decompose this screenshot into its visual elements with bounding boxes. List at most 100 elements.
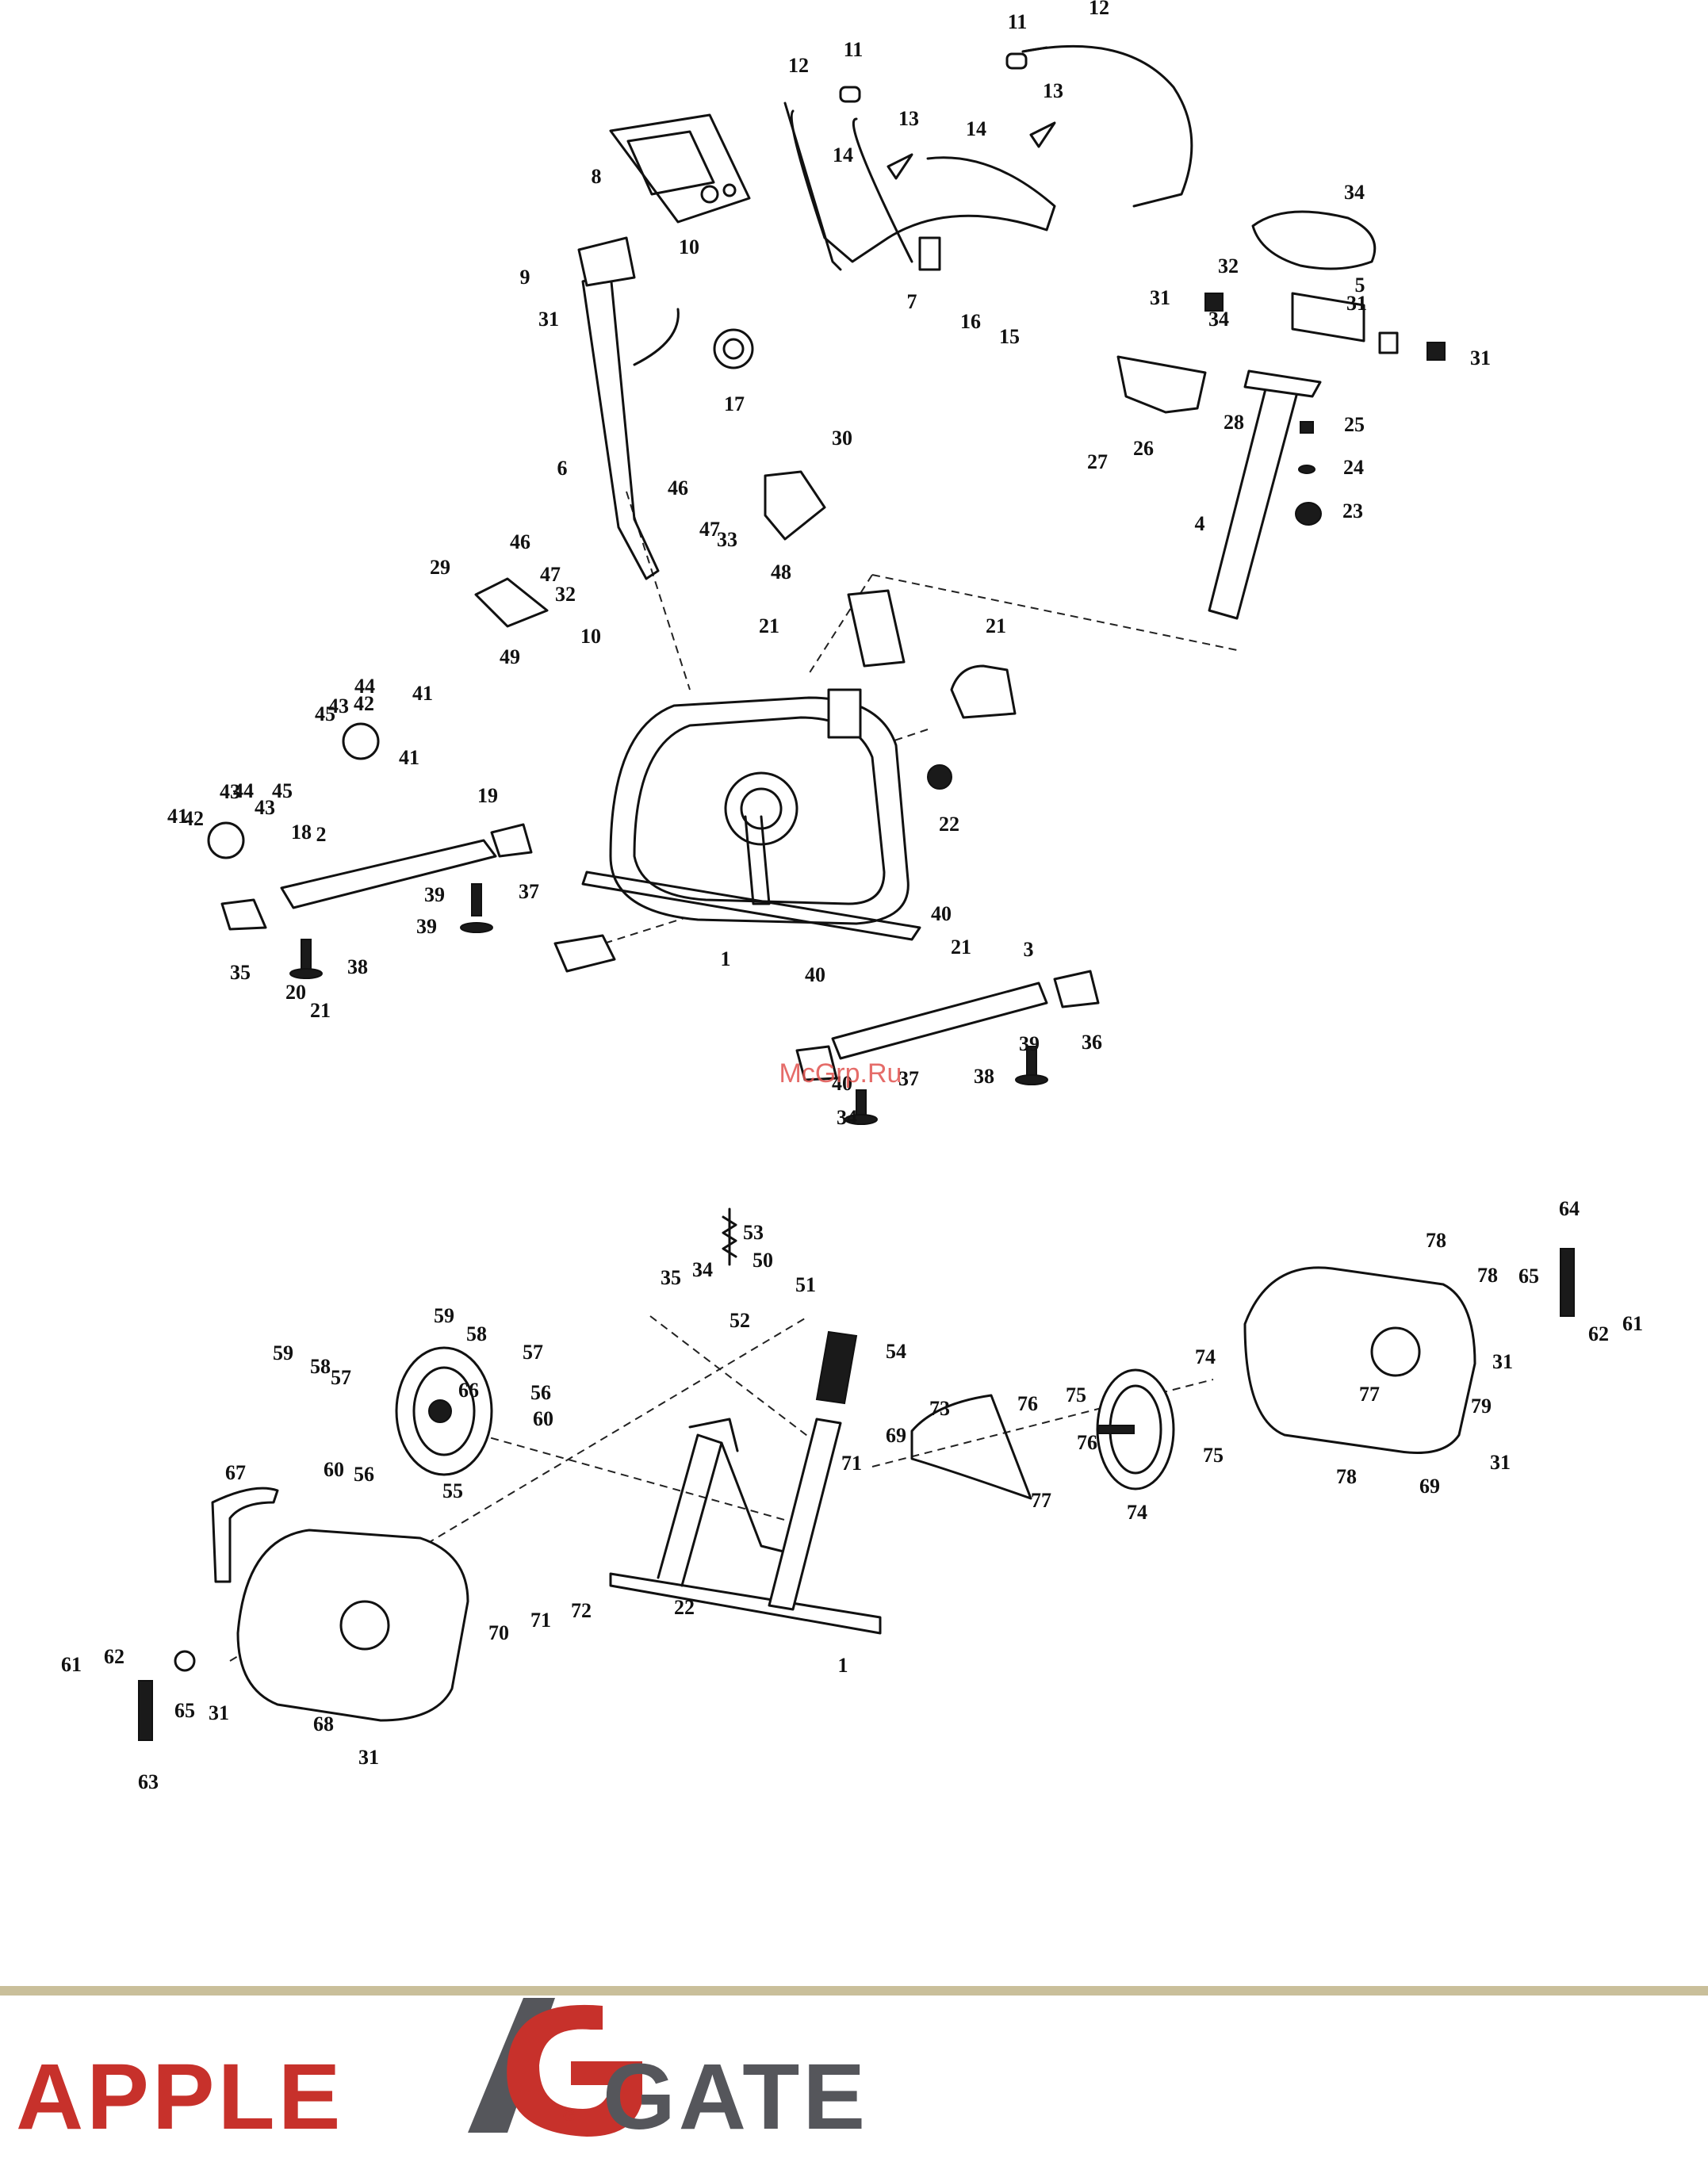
callout-label: 71 — [530, 1609, 551, 1632]
callout-label: 53 — [743, 1221, 764, 1244]
callout-label: 46 — [510, 530, 530, 553]
callout-label: 30 — [832, 427, 852, 450]
callout-label: 31 — [1490, 1451, 1511, 1474]
callout-label: 22 — [939, 813, 959, 836]
callout-label: 76 — [1017, 1392, 1038, 1415]
callout-label: 34 — [692, 1258, 713, 1281]
callout-label: 10 — [679, 235, 699, 258]
callout-label: 41 — [167, 805, 188, 828]
callout-label: 3 — [1024, 938, 1034, 961]
callout-label: 76 — [1077, 1431, 1097, 1454]
callout-label: 17 — [724, 392, 745, 415]
callout-label: 44 — [354, 675, 375, 698]
callout-label: 75 — [1066, 1383, 1086, 1406]
callout-label: 13 — [1043, 79, 1063, 102]
callout-label: 42 — [354, 692, 374, 715]
callout-label: 66 — [458, 1379, 479, 1402]
callout-label: 24 — [1343, 456, 1364, 479]
callout-label: 65 — [174, 1699, 195, 1722]
callout-label: 40 — [931, 902, 952, 925]
callout-label: 48 — [771, 561, 791, 584]
callout-label: 8 — [592, 165, 602, 188]
callout-label: 60 — [324, 1458, 344, 1481]
bottom-callout-labels: 1223131313134355051525354555656575758585… — [61, 1197, 1643, 1793]
callout-label: 34 — [1208, 308, 1229, 331]
callout-label: 31 — [358, 1746, 379, 1769]
callout-label: 37 — [898, 1067, 919, 1090]
callout-label: 75 — [1203, 1444, 1224, 1467]
callout-label: 70 — [488, 1621, 509, 1644]
callout-label: 64 — [1559, 1197, 1580, 1220]
callout-label: 77 — [1359, 1383, 1380, 1406]
callout-label: 69 — [886, 1424, 906, 1447]
callout-label: 14 — [966, 117, 986, 140]
footer-rule — [0, 1986, 1708, 1996]
callout-label: 38 — [974, 1065, 994, 1088]
callout-label: 19 — [477, 784, 498, 807]
callout-label: 79 — [1471, 1395, 1492, 1418]
callout-label: 31 — [1150, 286, 1170, 309]
callout-label: 5 — [1355, 274, 1365, 297]
callout-label: 26 — [1133, 437, 1154, 460]
callout-label: 35 — [661, 1266, 681, 1289]
callout-label: 78 — [1426, 1229, 1446, 1252]
callout-label: 61 — [61, 1653, 82, 1676]
callout-label: 73 — [929, 1397, 950, 1420]
logo-gate-text: GATE — [603, 2045, 868, 2149]
callout-label: 38 — [347, 955, 368, 978]
callout-label: 6 — [557, 457, 568, 480]
callout-label: 45 — [272, 779, 293, 802]
callout-label: 34 — [1344, 181, 1365, 204]
logo-g-mark: G — [468, 1998, 642, 2137]
callout-label: 9 — [520, 266, 530, 289]
callout-label: 32 — [555, 583, 576, 606]
callout-label: 43 — [255, 796, 275, 819]
callout-label: 11 — [844, 38, 864, 61]
callout-label: 22 — [674, 1596, 695, 1619]
callout-label: 21 — [759, 614, 779, 637]
callout-label: 20 — [285, 981, 306, 1004]
callout-label: 62 — [104, 1645, 124, 1668]
callout-label: 72 — [571, 1599, 592, 1622]
callout-label: 46 — [668, 476, 688, 499]
callout-label: 2 — [316, 823, 327, 846]
callout-label: 63 — [138, 1770, 159, 1793]
bottom-assembly-drawing: 1223131313134355051525354555656575758585… — [61, 1197, 1643, 1793]
callout-label: 43 — [328, 695, 349, 717]
callout-label: 11 — [1008, 10, 1028, 33]
callout-label: 58 — [310, 1355, 331, 1378]
callout-label: 56 — [354, 1463, 374, 1486]
callout-label: 52 — [730, 1309, 750, 1332]
callout-label: 78 — [1336, 1465, 1357, 1488]
callout-label: 62 — [1588, 1322, 1609, 1345]
callout-label: 36 — [1082, 1031, 1102, 1054]
callout-label: 21 — [951, 936, 971, 959]
callout-label: 69 — [1419, 1475, 1440, 1498]
callout-label: 23 — [1342, 499, 1363, 522]
callout-label: 39 — [424, 883, 445, 906]
callout-label: 33 — [717, 528, 737, 551]
callout-label: 43 — [220, 780, 240, 803]
callout-label: 4 — [1195, 512, 1205, 535]
callout-label: 57 — [523, 1341, 543, 1364]
callout-label: 77 — [1031, 1489, 1051, 1512]
callout-label: 60 — [533, 1407, 553, 1430]
callout-label: 39 — [1019, 1032, 1040, 1055]
callout-label: 32 — [1218, 254, 1239, 277]
callout-label: 42 — [183, 807, 204, 830]
callout-label: 39 — [416, 915, 437, 938]
callout-label: 57 — [331, 1366, 351, 1389]
callout-label: 25 — [1344, 413, 1365, 436]
callout-label: 74 — [1195, 1345, 1216, 1368]
callout-label: 55 — [442, 1479, 463, 1502]
callout-label: 71 — [841, 1452, 862, 1475]
callout-label: 54 — [886, 1340, 906, 1363]
callout-label: 41 — [399, 746, 419, 769]
callout-label: 40 — [805, 963, 825, 986]
callout-label: 16 — [960, 310, 981, 333]
callout-label: 41 — [412, 682, 433, 705]
callout-label: 78 — [1477, 1264, 1498, 1287]
callout-label: 35 — [230, 961, 251, 984]
watermark-text: McGrp.Ru — [779, 1058, 902, 1089]
